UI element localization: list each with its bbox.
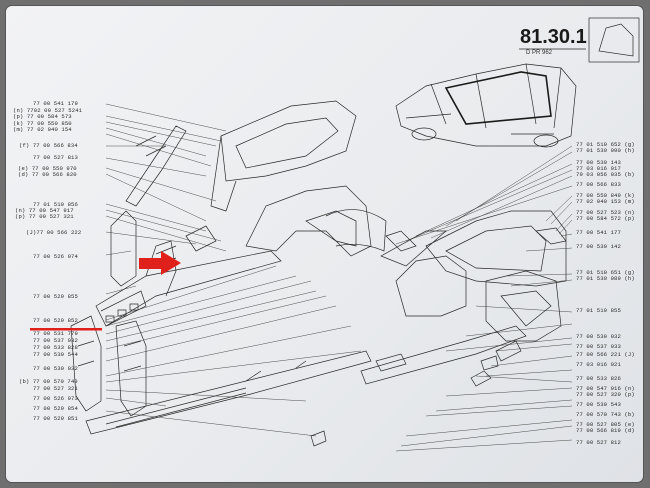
part-label: 77 00 566 833 <box>576 181 621 188</box>
part-label: (k) 77 00 550 850 <box>13 120 72 127</box>
part-label: 77 01 510 855 <box>576 307 621 314</box>
part-label: 77 00 527 805 (e) <box>576 421 635 428</box>
part-label-selected: 77 00 529 852 <box>33 317 78 324</box>
part-label: 77 00 533 828 <box>33 344 78 351</box>
part-label: 77 00 526 974 <box>33 253 78 260</box>
part-label: (f) 77 00 566 834 <box>19 142 78 149</box>
part-label: 77 00 584 572 (p) <box>576 215 635 222</box>
part-label: 77 00 530 543 <box>576 401 621 408</box>
part-label: 77 01 530 089 (h) <box>576 275 635 282</box>
part-label: 77 00 530 142 <box>576 243 621 250</box>
part-label: 77 00 531 779 <box>33 330 78 337</box>
part-label: 77 00 527 320 (p) <box>576 391 635 398</box>
part-label: 77 01 510 856 <box>33 201 78 208</box>
selected-part-underline <box>30 328 102 331</box>
part-label: 77 01 510 651 (g) <box>576 269 635 276</box>
part-label: 77 03 016 017 <box>576 165 621 172</box>
left-wheel-arch <box>245 185 387 257</box>
leader-lines-right <box>395 145 573 452</box>
right-wheel-arch <box>395 255 562 342</box>
part-label: 77 00 529 851 <box>33 415 78 422</box>
left-lower-pillars <box>70 315 147 417</box>
part-label: (n) 7702 00 527 5241 <box>13 107 83 114</box>
section-icon-box <box>588 17 640 63</box>
part-label: (n) 77 00 547 917 <box>15 207 74 214</box>
left-sill-assembly <box>95 210 282 327</box>
left-lower-sill <box>85 350 372 447</box>
part-label: (e) 77 00 550 970 <box>18 165 77 172</box>
part-label: 77 00 530 143 <box>576 159 621 166</box>
part-label: 77 00 530 544 <box>33 351 78 358</box>
part-label: 77 00 550 849 (k) <box>576 192 635 199</box>
part-label: (d) 77 00 566 820 <box>18 171 77 178</box>
part-label: 77 00 547 916 (n) <box>576 385 635 392</box>
left-upper-quarter-panel <box>125 100 357 212</box>
right-upper-quarter-panel <box>380 210 567 287</box>
part-label: 77 00 537 032 <box>33 337 78 344</box>
part-label: 77 00 529 854 <box>33 405 78 412</box>
part-label: 77 00 566 819 (d) <box>576 427 635 434</box>
leader-lines-left <box>105 103 362 437</box>
highlight-arrow <box>139 251 181 275</box>
part-label: 77 00 541 177 <box>576 229 621 236</box>
part-label: 77 01 530 090 (h) <box>576 147 635 154</box>
part-label: (J)77 00 566 222 <box>26 229 82 236</box>
part-label: (b) 77 00 570 740 <box>19 378 78 385</box>
part-label: 77 02 040 153 (m) <box>576 198 635 205</box>
car-overview-icon <box>395 63 577 148</box>
part-label: 77 00 527 813 <box>33 154 78 161</box>
part-label: 77 00 530 032 <box>33 365 78 372</box>
part-label: 77 00 527 812 <box>576 439 621 446</box>
catalog-page: 81.30.1 D PR 962 <box>6 6 643 482</box>
part-label: 77 00 537 033 <box>576 343 621 350</box>
page-number: 81.30.1 <box>520 26 587 48</box>
part-label: 77 00 527 321 <box>33 385 78 392</box>
section-icon <box>598 23 634 57</box>
right-sill <box>360 325 527 387</box>
part-label: 77 00 527 523 (n) <box>576 209 635 216</box>
part-label: 77 00 526 973 <box>33 395 78 402</box>
part-label: (p) 77 00 584 573 <box>13 113 72 120</box>
part-label: 77 03 016 021 <box>576 361 621 368</box>
part-label: 77 00 529 855 <box>33 293 78 300</box>
part-label: 79 03 056 035 (b) <box>576 171 635 178</box>
part-label: 77 01 510 652 (g) <box>576 141 635 148</box>
page-subheader: D PR 962 <box>526 50 553 56</box>
part-label: 77 00 530 032 <box>576 333 621 340</box>
part-label: (m) 77 02 040 154 <box>13 126 72 133</box>
exploded-body-diagram <box>30 17 640 452</box>
part-label: (p) 77 00 527 321 <box>15 213 74 220</box>
part-label: 77 00 566 221 (J) <box>576 351 635 358</box>
part-label: 77 00 570 743 (b) <box>576 411 635 418</box>
part-label: 77 00 533 826 <box>576 375 621 382</box>
part-label: 77 00 541 179 <box>33 100 78 107</box>
